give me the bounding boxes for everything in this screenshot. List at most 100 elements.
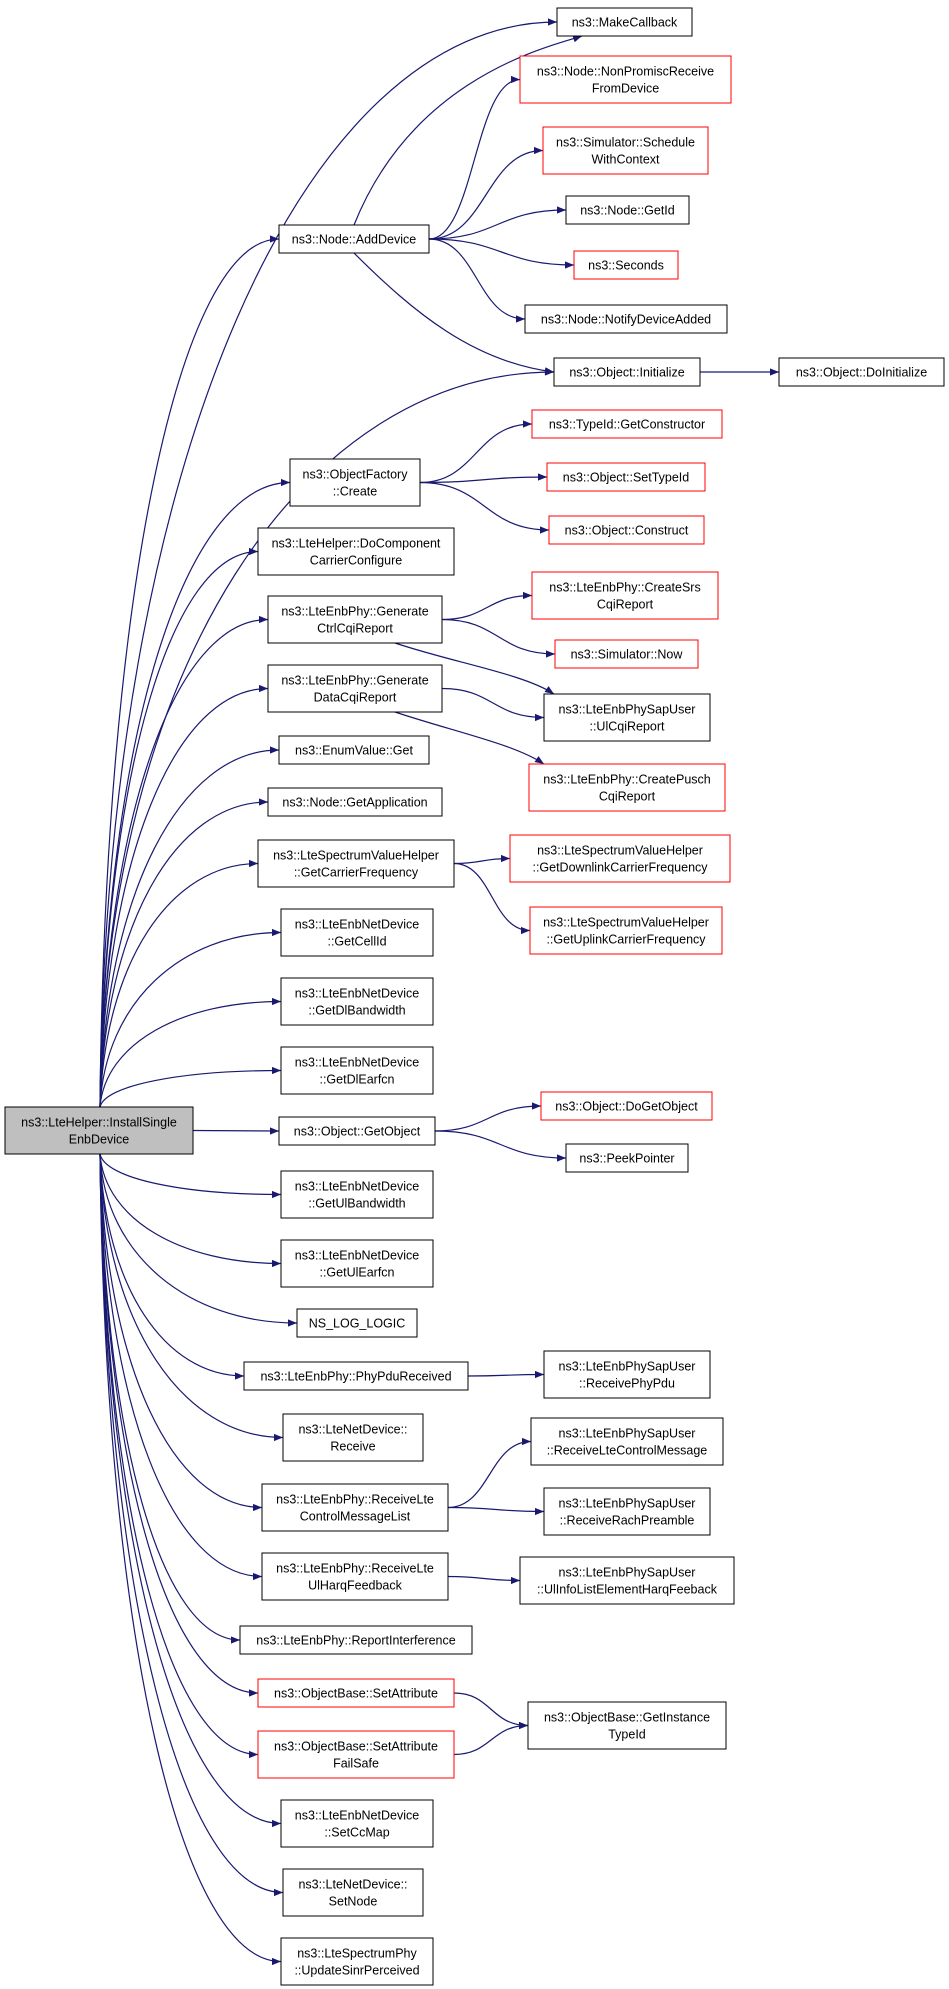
node-box (280, 977, 434, 1026)
nodes: ns3::LteHelper::InstallSingleEnbDevicens… (4, 7, 945, 1986)
node-box (528, 763, 726, 812)
edge-root-to-recvulharq (99, 1153, 263, 1581)
edge-root-to-setnode (99, 1153, 284, 1897)
node-label: ns3::Node::NotifyDeviceAdded (541, 313, 711, 327)
node-reportintf[interactable]: ns3::LteEnbPhy::ReportInterference (239, 1625, 473, 1655)
node-getdlbw[interactable]: ns3::LteEnbNetDevice::GetDlBandwidth (280, 977, 434, 1026)
node-enumget[interactable]: ns3::EnumValue::Get (278, 735, 430, 765)
node-label: ns3::LteSpectrumValueHelper (273, 849, 439, 863)
node-doinit[interactable]: ns3::Object::DoInitialize (778, 357, 945, 387)
node-box (565, 195, 690, 225)
node-nslog[interactable]: NS_LOG_LOGIC (296, 1308, 418, 1338)
node-label: ns3::MakeCallback (572, 16, 678, 30)
node-ofcreate[interactable]: ns3::ObjectFactory::Create (289, 458, 421, 507)
node-label: ::SetCcMap (324, 1826, 389, 1840)
node-label: ::GetUlEarfcn (319, 1266, 394, 1280)
node-peekptr[interactable]: ns3::PeekPointer (565, 1143, 689, 1173)
node-objinit[interactable]: ns3::Object::Initialize (553, 357, 701, 387)
node-label: ns3::Node::NonPromiscReceive (537, 65, 714, 79)
node-label: ns3::LteEnbPhySapUser (559, 1427, 696, 1441)
node-box (529, 906, 723, 955)
edge-root-to-enumget (99, 746, 280, 1108)
node-label: ns3::ObjectBase::SetAttribute (274, 1740, 438, 1754)
node-box (296, 1308, 418, 1338)
edge-recvctrllist-to-recvrach (447, 1506, 545, 1516)
node-recvltectrlmsg[interactable]: ns3::LteEnbPhySapUser::ReceiveLteControl… (530, 1417, 724, 1466)
node-ulinfolist[interactable]: ns3::LteEnbPhySapUser::UlInfoListElement… (519, 1556, 735, 1605)
edges (99, 18, 779, 1966)
edge-getobject-to-dogetobject (434, 1102, 542, 1132)
edge-gendata-to-createpusch (394, 711, 545, 765)
node-makecallback[interactable]: ns3::MakeCallback (556, 7, 693, 37)
node-settypeid[interactable]: ns3::Object::SetTypeId (546, 462, 706, 492)
node-simnow[interactable]: ns3::Simulator::Now (554, 639, 699, 669)
node-getcellid[interactable]: ns3::LteEnbNetDevice::GetCellId (280, 908, 434, 957)
node-label: ns3::LteEnbPhySapUser (559, 1566, 696, 1580)
node-box (530, 1417, 724, 1466)
node-label: ns3::LteEnbPhy::Generate (281, 605, 428, 619)
edge-root-to-getcarrier (99, 859, 259, 1108)
node-label: ns3::Simulator::Now (571, 648, 684, 662)
node-label: ::GetDlEarfcn (319, 1073, 394, 1087)
edge-root-to-updatesinr (99, 1153, 282, 1966)
node-getcarrier[interactable]: ns3::LteSpectrumValueHelper::GetCarrierF… (257, 839, 455, 888)
node-box (531, 571, 719, 620)
edge-root-to-getulearfcn (99, 1153, 282, 1268)
edge-genctrl-to-createsrs (441, 591, 533, 621)
edge-adddevice-to-getid (428, 206, 567, 240)
node-getapp[interactable]: ns3::Node::GetApplication (267, 787, 443, 817)
node-getctor[interactable]: ns3::TypeId::GetConstructor (531, 409, 723, 439)
node-seconds[interactable]: ns3::Seconds (573, 250, 679, 280)
edge-root-to-adddevice (99, 235, 280, 1108)
node-recvphypdu[interactable]: ns3::LteEnbPhySapUser::ReceivePhyPdu (543, 1350, 711, 1399)
node-label: ns3::Object::DoInitialize (796, 366, 927, 380)
node-setnode[interactable]: ns3::LteNetDevice::SetNode (282, 1868, 424, 1917)
node-getid[interactable]: ns3::Node::GetId (565, 195, 690, 225)
node-getobject[interactable]: ns3::Object::GetObject (278, 1116, 436, 1146)
node-getulearfcn[interactable]: ns3::LteEnbNetDevice::GetUlEarfcn (280, 1239, 434, 1288)
node-ltenetrecv[interactable]: ns3::LteNetDevice::Receive (282, 1413, 424, 1462)
node-recvctrllist[interactable]: ns3::LteEnbPhy::ReceiveLteControlMessage… (261, 1483, 449, 1532)
node-getdlearfcn[interactable]: ns3::LteEnbNetDevice::GetDlEarfcn (280, 1046, 434, 1095)
node-recvrach[interactable]: ns3::LteEnbPhySapUser::ReceiveRachPreamb… (543, 1487, 711, 1536)
node-label: EnbDevice (69, 1133, 129, 1147)
node-label: FromDevice (592, 82, 659, 96)
node-box (278, 735, 430, 765)
node-label: ns3::LteHelper::DoComponent (272, 537, 441, 551)
edge-root-to-makecallback (99, 18, 558, 1108)
node-docomp[interactable]: ns3::LteHelper::DoComponentCarrierConfig… (257, 527, 455, 576)
node-setattr[interactable]: ns3::ObjectBase::SetAttribute (257, 1678, 455, 1708)
node-box (280, 1239, 434, 1288)
edge-getcarrier-to-getulcarrier (453, 862, 531, 935)
edge-adddevice-to-seconds (428, 238, 575, 269)
node-label: ns3::PeekPointer (579, 1152, 674, 1166)
node-getdlcarrier[interactable]: ns3::LteSpectrumValueHelper::GetDownlink… (509, 834, 731, 883)
node-adddevice[interactable]: ns3::Node::AddDevice (278, 224, 430, 254)
node-label: ns3::LteEnbPhy::ReportInterference (256, 1634, 455, 1648)
node-box (267, 664, 443, 713)
node-label: ::ReceivePhyPdu (579, 1377, 675, 1391)
node-getulcarrier[interactable]: ns3::LteSpectrumValueHelper::GetUplinkCa… (529, 906, 723, 955)
edge-root-to-objinit (99, 368, 555, 1108)
node-dogetobject[interactable]: ns3::Object::DoGetObject (540, 1091, 713, 1121)
edge-genctrl-to-ulcqi (394, 642, 555, 695)
node-setccmap[interactable]: ns3::LteEnbNetDevice::SetCcMap (280, 1799, 434, 1848)
edge-recvulharq-to-ulinfolist (447, 1575, 521, 1585)
node-updatesinr[interactable]: ns3::LteSpectrumPhy::UpdateSinrPerceived (280, 1937, 434, 1986)
node-phypdu[interactable]: ns3::LteEnbPhy::PhyPduReceived (243, 1361, 469, 1391)
node-label: Receive (330, 1440, 375, 1454)
node-construct[interactable]: ns3::Object::Construct (548, 515, 705, 545)
node-notifydev[interactable]: ns3::Node::NotifyDeviceAdded (524, 304, 728, 334)
node-ulcqi[interactable]: ns3::LteEnbPhySapUser::UlCqiReport (543, 693, 711, 742)
node-getulbw[interactable]: ns3::LteEnbNetDevice::GetUlBandwidth (280, 1170, 434, 1219)
